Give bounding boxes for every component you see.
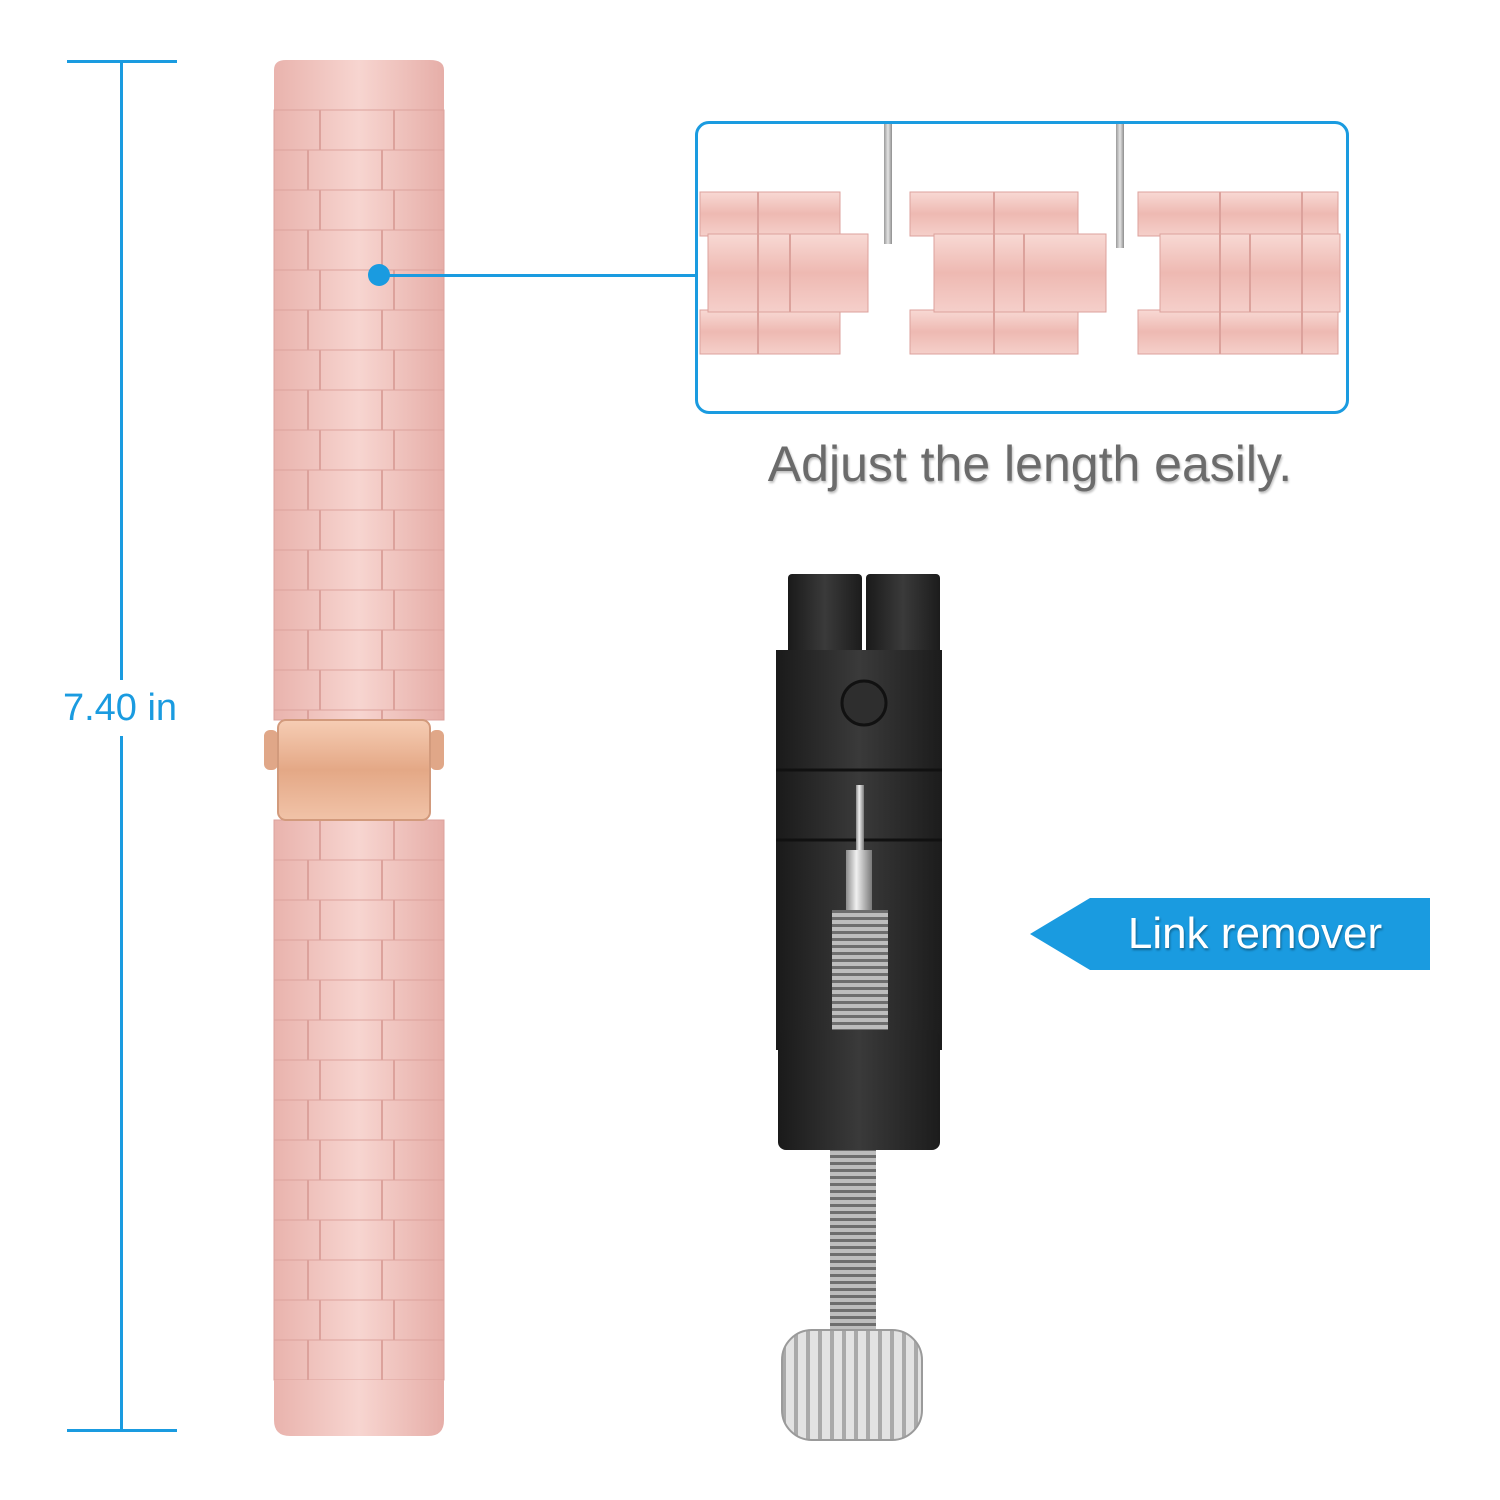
clasp-hinge-right <box>430 730 444 770</box>
dimension-label: 7.40 in <box>40 680 200 736</box>
band-link <box>273 1259 445 1301</box>
band-link <box>273 189 445 231</box>
callout-caption: Adjust the length easily. <box>767 436 1293 492</box>
band-link <box>273 939 445 981</box>
band-link <box>273 819 445 861</box>
band-link <box>273 149 445 191</box>
band-link <box>273 1179 445 1221</box>
band-link <box>273 509 445 551</box>
band-link <box>273 429 445 471</box>
band-link <box>273 589 445 631</box>
band-link <box>273 899 445 941</box>
band-link <box>273 1019 445 1061</box>
callout-dot-icon <box>368 264 390 286</box>
band-link <box>273 859 445 901</box>
link-group-2 <box>909 191 1107 355</box>
band-links <box>273 109 445 1381</box>
band-link <box>273 1099 445 1141</box>
band-link <box>273 1139 445 1181</box>
band-link <box>273 1059 445 1101</box>
clasp-hinge-left <box>264 730 278 770</box>
callout-connector-line <box>380 274 696 277</box>
link-pin-2 <box>1116 124 1124 248</box>
band-link <box>273 709 445 721</box>
band-link <box>273 669 445 711</box>
arrow-tag-icon <box>1030 898 1430 970</box>
butterfly-clasp <box>277 719 431 821</box>
band-link <box>273 979 445 1021</box>
watch-band-image <box>264 60 445 1436</box>
band-link <box>273 1219 445 1261</box>
band-link <box>273 629 445 671</box>
link-group-1 <box>699 191 869 355</box>
band-link <box>273 349 445 391</box>
band-link <box>273 1339 445 1381</box>
band-link <box>273 1299 445 1341</box>
band-link <box>273 389 445 431</box>
tool-push-pin <box>856 785 864 855</box>
link-detail-illustration <box>699 124 1341 355</box>
tool-spring <box>832 910 888 1030</box>
tool-collar <box>778 1030 940 1150</box>
dimension-vertical-line <box>120 60 123 1432</box>
tool-prong-left <box>788 574 862 666</box>
band-link <box>273 309 445 351</box>
link-group-3 <box>1137 191 1341 355</box>
tool-body-rivet <box>840 679 888 727</box>
link-remover-tool-image <box>776 574 942 1441</box>
band-link <box>273 469 445 511</box>
link-pin-1 <box>884 124 892 244</box>
tool-pin-holder <box>846 850 872 910</box>
tool-prong-right <box>866 574 940 666</box>
band-link <box>273 109 445 151</box>
link-detail-callout <box>695 121 1349 414</box>
tool-screw <box>830 1150 876 1330</box>
tool-knob <box>781 1329 923 1441</box>
band-link <box>273 549 445 591</box>
band-link <box>273 229 445 271</box>
link-remover-label: Link remover <box>1127 909 1383 958</box>
